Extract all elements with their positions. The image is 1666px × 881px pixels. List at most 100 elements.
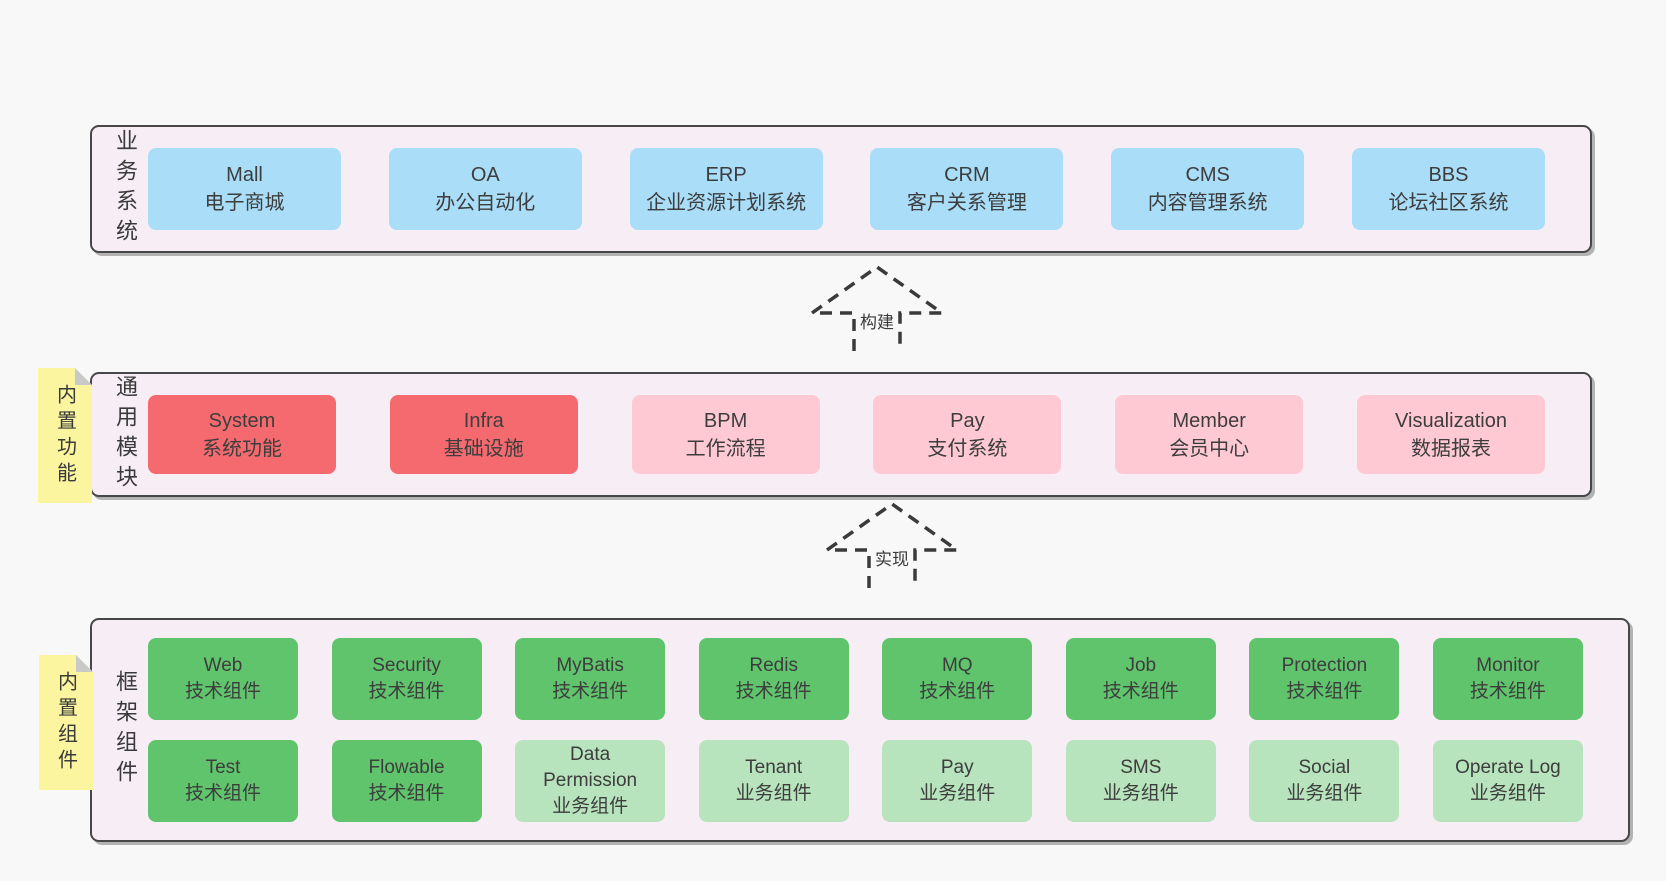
box-name: Monitor [1476, 655, 1540, 676]
box-pay: Pay 支付系统 [873, 395, 1062, 474]
box-name: ERP [705, 164, 747, 186]
box-desc: 业务组件 [919, 783, 996, 804]
box-cms: CMS 内容管理系统 [1111, 148, 1305, 230]
box-desc: 内容管理系统 [1147, 192, 1268, 214]
box-test: Test 技术组件 [148, 740, 298, 822]
box-desc: 技术组件 [1469, 681, 1546, 702]
box-desc: 技术组件 [184, 783, 261, 804]
box-name: Test [205, 757, 241, 778]
box-name: Job [1125, 655, 1157, 676]
box-job: Job 技术组件 [1065, 638, 1216, 720]
up-arrow-icon [822, 501, 962, 588]
box-desc: 业务组件 [1469, 783, 1546, 804]
box-oa: OA 办公自动化 [388, 148, 582, 230]
box-name: OA [470, 164, 500, 186]
box-name: Protection [1281, 655, 1368, 676]
band-modules: 通用模块 System 系统功能 Infra 基础设施 BPM 工作流程 Pay 支付系统 Mem… [90, 372, 1592, 497]
box-mall: Mall 电子商城 [148, 148, 341, 230]
box-pay: Pay 业务组件 [882, 740, 1033, 822]
band-rows: Mall 电子商城 OA 办公自动化 ERP 企业资源计划系统 CRM 客户关系管理 CMS 内容… [148, 127, 1590, 251]
box-desc: 技术组件 [184, 681, 261, 702]
box-bbs: BBS 论坛社区系统 [1351, 148, 1545, 230]
box-name: Infra [463, 409, 504, 432]
box-name: MQ [941, 655, 973, 676]
box-desc: 支付系统 [927, 437, 1008, 460]
arrow-implement: 实现 [822, 500, 962, 590]
box-erp: ERP 企业资源计划系统 [629, 148, 823, 230]
box-web: Web 技术组件 [148, 638, 298, 720]
box-desc: 业务组件 [552, 796, 629, 817]
box-tenant: Tenant 业务组件 [698, 740, 849, 822]
sticky-note-builtin-features: 内置功能 [38, 368, 92, 503]
box-name: System [208, 409, 276, 432]
box-name: Member [1172, 409, 1246, 432]
box-name: BPM [703, 409, 748, 432]
box-name: Web [203, 655, 243, 676]
box-desc: 工作流程 [685, 437, 766, 460]
box-name: Visualization [1395, 409, 1507, 432]
box-desc: 系统功能 [202, 437, 282, 460]
box-name: CMS [1185, 164, 1230, 186]
box-name: Operate Log [1455, 757, 1561, 778]
arrow-build: 构建 [807, 263, 947, 353]
box-name: Pay [950, 409, 985, 432]
box-name: Pay [940, 757, 974, 778]
sticky-note-builtin-components: 内置组件 [39, 655, 93, 790]
box-name: Data Permission [543, 744, 638, 791]
sticky-label: 内置功能 [53, 383, 76, 488]
box-name: Redis [749, 655, 798, 676]
box-redis: Redis 技术组件 [698, 638, 849, 720]
box-name: Flowable [368, 757, 445, 778]
box-social: Social 业务组件 [1249, 740, 1400, 822]
box-desc: 技术组件 [1102, 681, 1179, 702]
box-desc: 会员中心 [1169, 437, 1250, 460]
box-desc: 业务组件 [1286, 783, 1363, 804]
box-crm: CRM 客户关系管理 [870, 148, 1064, 230]
box-desc: 客户关系管理 [906, 192, 1027, 214]
box-flowable: Flowable 技术组件 [331, 740, 482, 822]
box-desc: 基础设施 [443, 437, 524, 460]
box-data-permission: Data Permission 业务组件 [515, 740, 666, 822]
box-name: Tenant [745, 757, 803, 778]
box-desc: 业务组件 [735, 783, 812, 804]
box-row: Mall 电子商城 OA 办公自动化 ERP 企业资源计划系统 CRM 客户关系管理 CMS 内容… [148, 148, 1545, 230]
arrow-label: 实现 [872, 544, 912, 571]
box-infra: Infra 基础设施 [389, 395, 578, 474]
box-system: System 系统功能 [148, 395, 336, 474]
box-name: CRM [944, 164, 990, 186]
arrow-label: 构建 [857, 307, 897, 334]
box-name: Mall [226, 164, 263, 186]
box-name: BBS [1428, 164, 1469, 186]
box-desc: 办公自动化 [435, 192, 536, 214]
box-row: System 系统功能 Infra 基础设施 BPM 工作流程 Pay 支付系统 Member 会… [148, 395, 1545, 474]
box-name: Social [1298, 757, 1351, 778]
box-name: Security [372, 655, 441, 676]
box-monitor: Monitor 技术组件 [1432, 638, 1583, 720]
sticky-paper [39, 655, 93, 790]
band-label-business: 业务系统 [113, 129, 138, 249]
band-rows: System 系统功能 Infra 基础设施 BPM 工作流程 Pay 支付系统 Member 会… [148, 374, 1590, 495]
box-desc: 业务组件 [1102, 783, 1179, 804]
box-desc: 电子商城 [204, 192, 285, 214]
box-desc: 技术组件 [368, 783, 445, 804]
band-label-modules: 通用模块 [113, 374, 138, 495]
box-desc: 论坛社区系统 [1388, 192, 1509, 214]
box-member: Member 会员中心 [1115, 395, 1304, 474]
sticky-paper [38, 368, 92, 503]
box-desc: 企业资源计划系统 [646, 192, 807, 214]
box-operate-log: Operate Log 业务组件 [1432, 740, 1583, 822]
sticky-label: 内置组件 [54, 670, 77, 775]
box-bpm: BPM 工作流程 [631, 395, 820, 474]
box-desc: 技术组件 [735, 681, 812, 702]
